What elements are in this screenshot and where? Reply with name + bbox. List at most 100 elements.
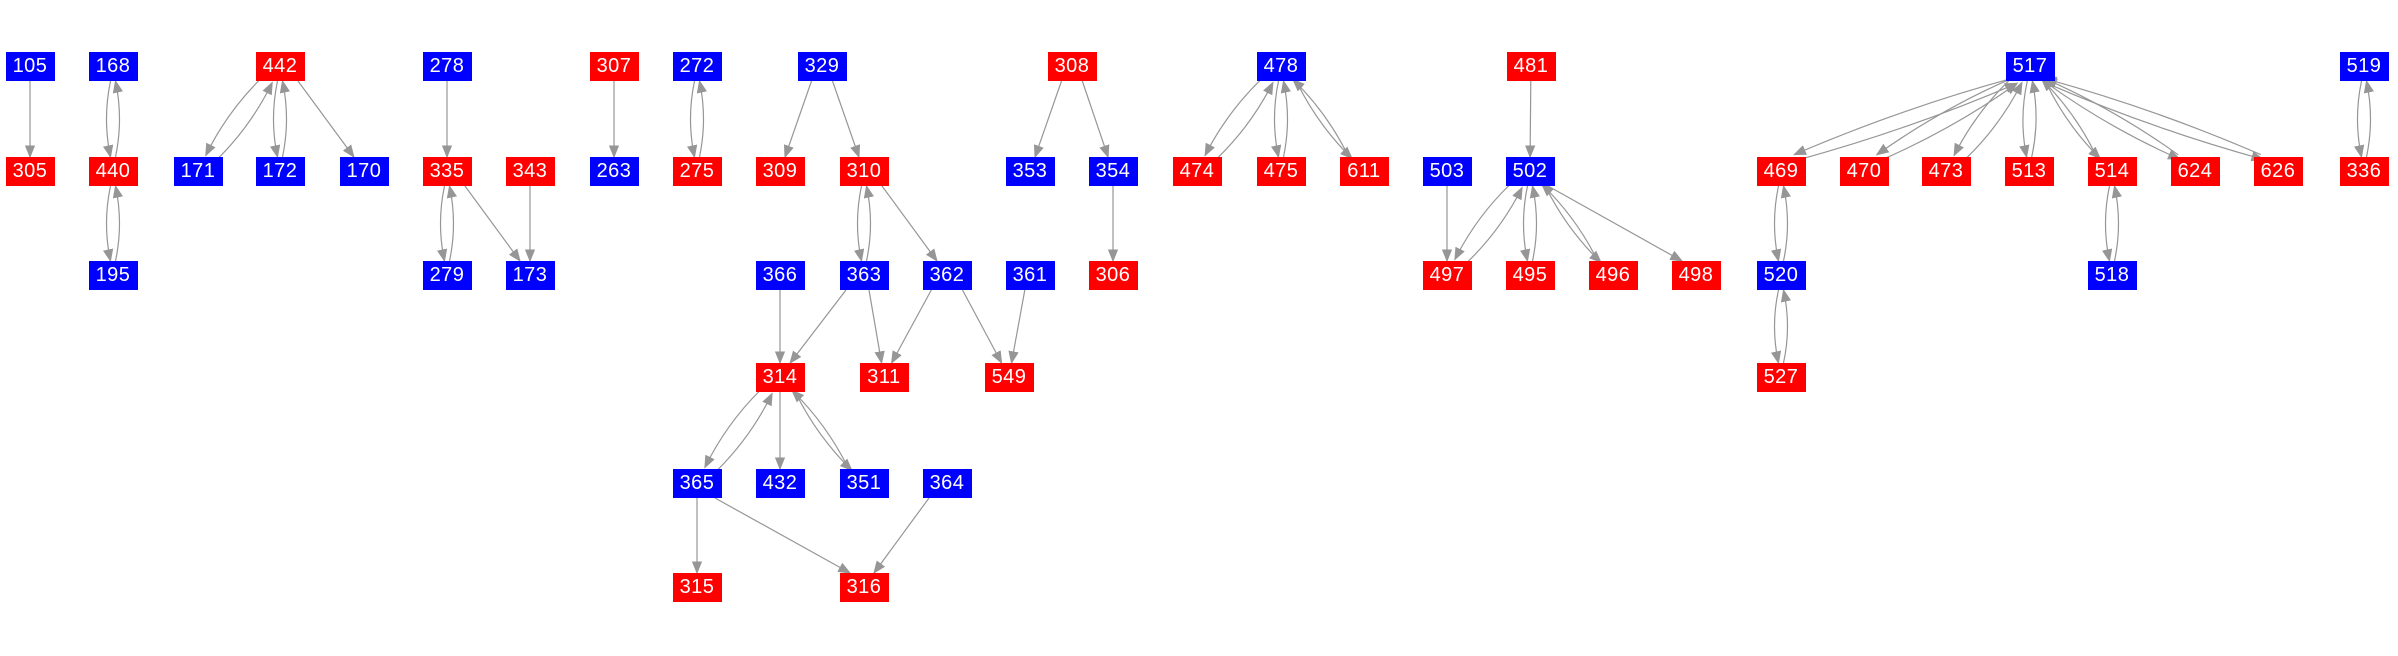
node-611: 611 (1339, 157, 1389, 186)
node-478: 478 (1256, 52, 1306, 81)
edge-519-336 (2354, 80, 2365, 159)
node-362: 362 (922, 261, 972, 290)
node-361: 361 (1005, 261, 1055, 290)
edge-469-517 (1799, 82, 2018, 160)
node-496: 496 (1588, 261, 1638, 290)
node-329: 329 (797, 52, 847, 81)
node-518: 518 (2087, 261, 2137, 290)
edge-520-469 (1780, 184, 1792, 262)
edge-172-442 (279, 79, 290, 158)
node-498: 498 (1671, 261, 1721, 290)
node-263: 263 (589, 157, 639, 186)
node-363: 363 (839, 261, 889, 290)
node-305: 305 (5, 157, 55, 186)
edge-365-316 (714, 497, 852, 574)
edge-473-517 (1965, 81, 2023, 159)
node-470: 470 (1839, 157, 1889, 186)
edge-481-502 (1524, 80, 1536, 159)
edge-624-517 (2044, 78, 2179, 156)
node-171: 171 (173, 157, 223, 186)
edge-195-440 (112, 184, 124, 262)
node-502: 502 (1505, 157, 1555, 186)
node-336: 336 (2339, 157, 2389, 186)
edge-362-311 (890, 289, 932, 365)
edge-361-549 (1008, 289, 1026, 365)
node-365: 365 (672, 469, 722, 498)
edge-335-279 (436, 185, 448, 263)
edge-171-442 (217, 81, 273, 159)
edge-527-520 (1780, 288, 1792, 364)
node-310: 310 (839, 157, 889, 186)
node-527: 527 (1756, 363, 1806, 392)
edge-group (24, 76, 2374, 575)
edge-517-513 (2019, 80, 2030, 159)
node-503: 503 (1422, 157, 1472, 186)
node-432: 432 (755, 469, 805, 498)
edge-310-362 (881, 185, 938, 263)
edge-478-475 (1271, 80, 1282, 159)
edge-329-310 (831, 80, 861, 159)
edge-310-363 (853, 185, 865, 263)
edge-517-469 (1793, 78, 2012, 156)
node-519: 519 (2339, 52, 2389, 81)
edge-363-311 (868, 289, 885, 365)
edge-513-517 (2029, 79, 2040, 158)
edge-611-478 (1292, 78, 1349, 156)
node-172: 172 (255, 157, 305, 186)
edge-275-272 (696, 79, 707, 158)
node-275: 275 (672, 157, 722, 186)
node-315: 315 (672, 573, 722, 602)
node-278: 278 (422, 52, 472, 81)
node-366: 366 (755, 261, 805, 290)
node-307: 307 (589, 52, 639, 81)
edge-314-365 (704, 390, 761, 469)
edge-478-474 (1204, 79, 1262, 157)
edge-514-518 (2101, 185, 2113, 263)
edge-442-171 (205, 79, 261, 157)
node-495: 495 (1505, 261, 1555, 290)
node-442: 442 (255, 52, 305, 81)
edge-168-440 (103, 80, 114, 159)
edge-363-310 (863, 184, 875, 262)
node-279: 279 (422, 261, 472, 290)
node-308: 308 (1047, 52, 1097, 81)
edge-351-314 (791, 389, 849, 468)
edge-364-316 (873, 497, 930, 575)
node-474: 474 (1172, 157, 1222, 186)
node-170: 170 (339, 157, 389, 186)
node-481: 481 (1506, 52, 1556, 81)
node-343: 343 (505, 157, 555, 186)
node-469: 469 (1756, 157, 1806, 186)
edge-502-497 (1454, 184, 1511, 261)
node-173: 173 (505, 261, 555, 290)
edge-495-502 (1529, 184, 1541, 262)
node-309: 309 (755, 157, 805, 186)
edge-517-626 (2046, 82, 2265, 162)
node-517: 517 (2005, 52, 2055, 81)
node-306: 306 (1088, 261, 1138, 290)
edge-336-519 (2363, 79, 2374, 158)
edge-496-502 (1541, 183, 1598, 260)
edge-272-275 (687, 80, 698, 159)
node-335: 335 (422, 157, 472, 186)
edge-442-172 (270, 80, 281, 159)
node-624: 624 (2170, 157, 2220, 186)
edge-440-168 (112, 79, 123, 158)
node-514: 514 (2087, 157, 2137, 186)
edge-442-170 (297, 80, 355, 159)
edge-517-470 (1875, 78, 2012, 156)
node-195: 195 (88, 261, 138, 290)
edge-520-527 (1770, 289, 1782, 365)
edge-517-473 (1953, 79, 2011, 157)
node-364: 364 (922, 469, 972, 498)
node-626: 626 (2253, 157, 2303, 186)
edge-329-309 (783, 80, 813, 159)
node-311: 311 (859, 363, 909, 392)
edge-308-353 (1033, 80, 1063, 159)
node-497: 497 (1422, 261, 1472, 290)
node-351: 351 (839, 469, 889, 498)
node-316: 316 (839, 573, 889, 602)
